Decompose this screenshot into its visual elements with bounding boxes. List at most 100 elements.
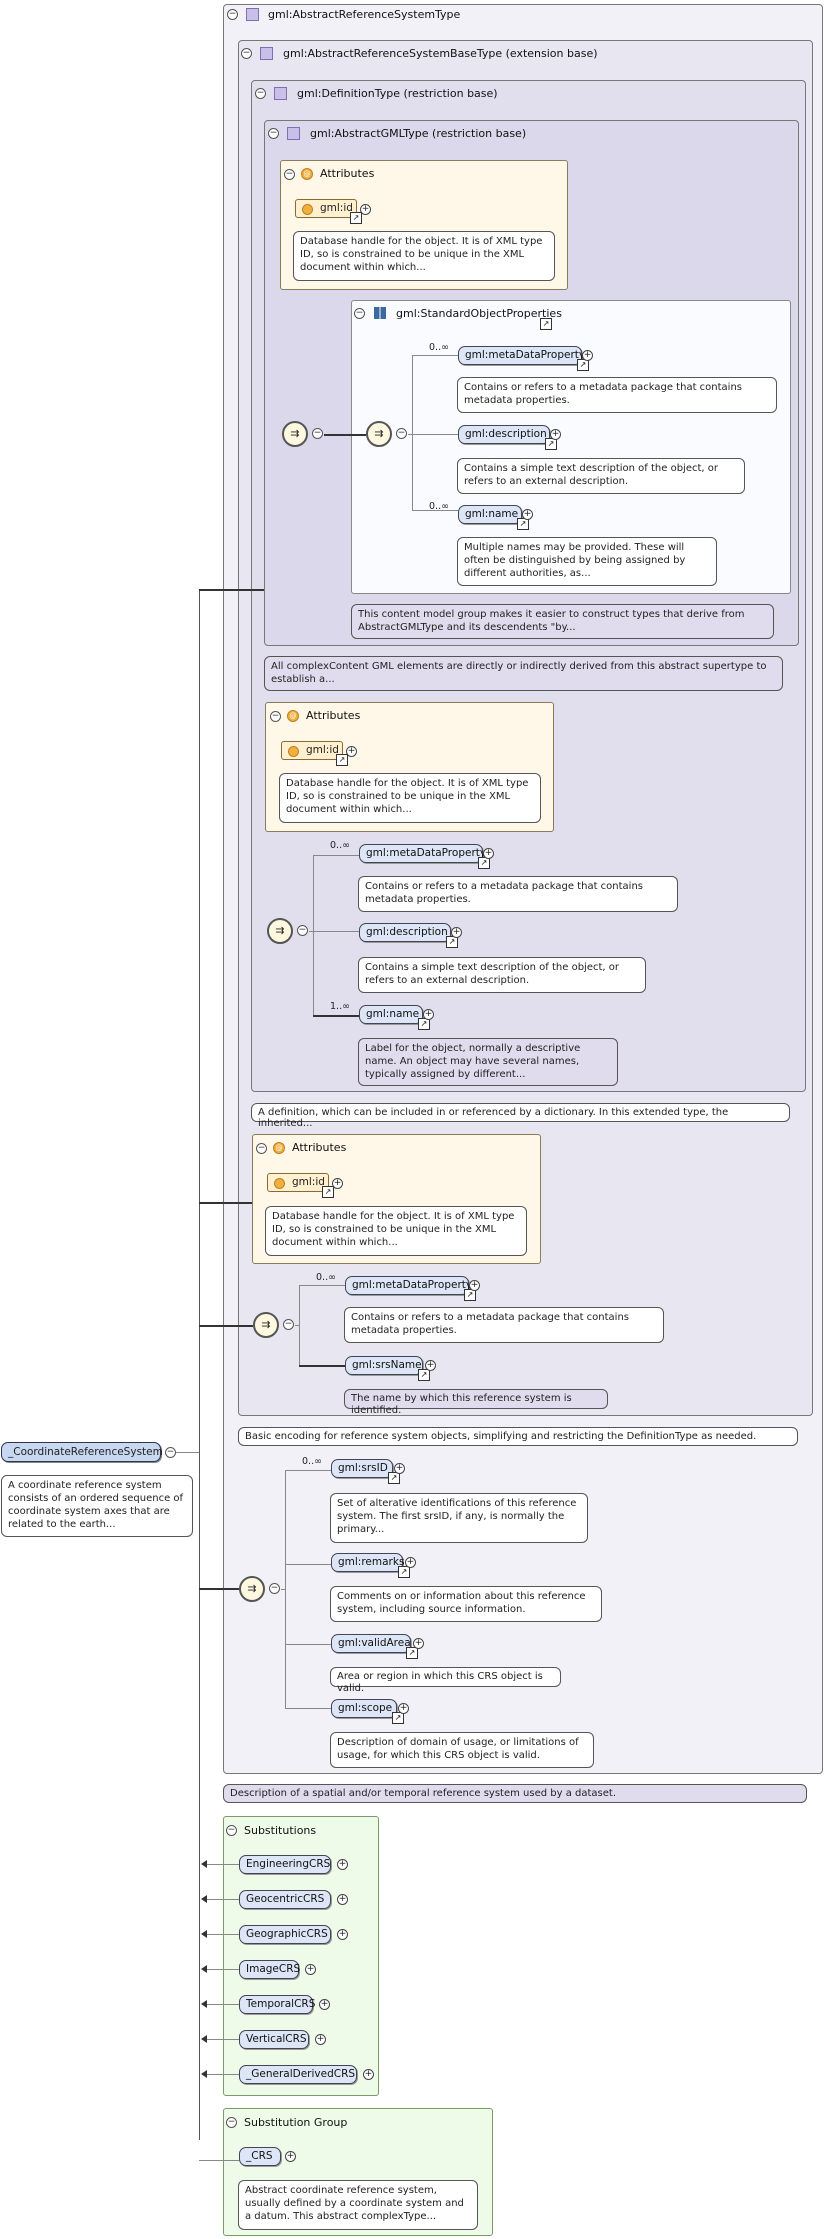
remarks-element[interactable]: gml:remarks: [331, 1553, 410, 1578]
name-element[interactable]: gml:name: [458, 505, 529, 530]
connector: [285, 1564, 331, 1565]
srs-name-element[interactable]: gml:srsName: [345, 1356, 430, 1381]
expand-icon[interactable]: +: [405, 1557, 416, 1568]
expand-icon[interactable]: +: [582, 350, 593, 361]
complex-type-icon: [246, 8, 259, 21]
expand-icon[interactable]: +: [550, 429, 561, 440]
expand-icon[interactable]: +: [305, 1964, 316, 1975]
crs-element[interactable]: _CRS: [239, 2147, 281, 2166]
connector: [207, 2074, 239, 2075]
collapse-toggle[interactable]: −: [226, 1825, 237, 1836]
metadata-property-element[interactable]: gml:metaDataProperty: [345, 1276, 476, 1301]
expand-icon[interactable]: +: [337, 1859, 348, 1870]
gml-id-attribute[interactable]: gml:id: [267, 1173, 334, 1198]
expand-icon[interactable]: +: [423, 1009, 434, 1020]
connector: [299, 1285, 300, 1365]
collapse-toggle[interactable]: −: [270, 711, 281, 722]
substitution-item[interactable]: _GeneralDerivedCRS: [239, 2065, 357, 2084]
expand-icon[interactable]: +: [337, 1929, 348, 1940]
substitution-arrow-icon: [201, 2070, 207, 2078]
std-props-label: gml:StandardObjectProperties: [396, 307, 562, 320]
expand-icon[interactable]: +: [451, 927, 462, 938]
metadata-property-doc: Contains or refers to a metadata package…: [457, 377, 777, 413]
substitution-item[interactable]: GeographicCRS: [239, 1925, 331, 1944]
collapse-toggle[interactable]: −: [396, 428, 407, 439]
substitution-item[interactable]: EngineeringCRS: [239, 1855, 331, 1874]
collapse-toggle[interactable]: −: [354, 308, 365, 319]
occurrence-label: 0..∞: [302, 1456, 322, 1467]
collapse-toggle[interactable]: −: [256, 1143, 267, 1154]
substitution-item[interactable]: VerticalCRS: [239, 2030, 309, 2049]
remarks-doc: Comments on or information about this re…: [330, 1586, 602, 1622]
sequence-icon: ⇉: [253, 1312, 279, 1338]
coordinate-reference-system-element[interactable]: _CoordinateReferenceSystem: [1, 1442, 163, 1462]
collapse-toggle[interactable]: −: [165, 1447, 176, 1458]
connector: [295, 1325, 299, 1326]
expand-icon[interactable]: +: [398, 1703, 409, 1714]
occurrence-label: 0..∞: [429, 342, 449, 353]
collapse-toggle[interactable]: −: [284, 169, 295, 180]
substitutions-label: Substitutions: [244, 1824, 317, 1837]
connector: [199, 590, 200, 2140]
attributes-label: Attributes: [320, 167, 375, 180]
connector: [207, 1934, 239, 1935]
expand-icon[interactable]: +: [360, 204, 371, 215]
description-element[interactable]: gml:description: [359, 923, 458, 948]
connector: [299, 1285, 345, 1286]
valid-area-element[interactable]: gml:validArea: [331, 1634, 418, 1659]
expand-icon[interactable]: +: [522, 509, 533, 520]
substitution-arrow-icon: [201, 2035, 207, 2043]
srs-id-element[interactable]: gml:srsID: [331, 1459, 400, 1484]
expand-icon[interactable]: +: [413, 1638, 424, 1649]
collapse-toggle[interactable]: −: [312, 428, 323, 439]
complex-type-icon: [274, 87, 287, 100]
ref-arrow-icon[interactable]: ↗: [540, 318, 552, 330]
expand-icon[interactable]: +: [332, 1178, 343, 1189]
gml-id-attribute[interactable]: gml:id: [281, 741, 348, 766]
gml-id-label: gml:id: [320, 202, 353, 214]
gml-id-attribute[interactable]: gml:id: [295, 199, 362, 224]
expand-icon[interactable]: +: [483, 848, 494, 859]
collapse-toggle[interactable]: −: [241, 48, 252, 59]
expand-icon[interactable]: +: [425, 1360, 436, 1371]
expand-icon[interactable]: +: [346, 746, 357, 757]
gml-id-label: gml:id: [292, 1176, 325, 1188]
substitution-item[interactable]: GeocentricCRS: [239, 1890, 331, 1909]
metadata-property-element[interactable]: gml:metaDataProperty: [359, 844, 490, 869]
substitution-item[interactable]: TemporalCRS: [239, 1995, 315, 2014]
expand-icon[interactable]: +: [337, 1894, 348, 1905]
attribute-icon: [302, 204, 313, 215]
expand-icon[interactable]: +: [363, 2069, 374, 2080]
collapse-toggle[interactable]: −: [226, 2117, 237, 2128]
collapse-toggle[interactable]: −: [227, 9, 238, 20]
definition-type-label: gml:DefinitionType (restriction base): [297, 87, 498, 100]
metadata-property-doc: Contains or refers to a metadata package…: [358, 876, 678, 912]
occurrence-label: 0..∞: [330, 840, 350, 851]
collapse-toggle[interactable]: −: [268, 128, 279, 139]
expand-icon[interactable]: +: [285, 2151, 296, 2162]
collapse-toggle[interactable]: −: [255, 88, 266, 99]
connector: [313, 855, 359, 856]
substitution-item[interactable]: ImageCRS: [239, 1960, 300, 1979]
expand-icon[interactable]: +: [394, 1463, 405, 1474]
collapse-toggle[interactable]: −: [297, 925, 308, 936]
expand-icon[interactable]: +: [315, 2034, 326, 2045]
connector: [412, 510, 458, 511]
definition-type-doc: A definition, which can be included in o…: [251, 1103, 790, 1129]
collapse-toggle[interactable]: −: [283, 1319, 294, 1330]
name-element[interactable]: gml:name: [359, 1005, 430, 1030]
expand-icon[interactable]: +: [319, 1999, 330, 2010]
gml-id-doc: Database handle for the object. It is of…: [293, 231, 555, 281]
metadata-property-doc: Contains or refers to a metadata package…: [344, 1307, 664, 1343]
crs-doc: Abstract coordinate reference system, us…: [238, 2180, 478, 2230]
connector: [309, 931, 359, 932]
scope-element[interactable]: gml:scope: [331, 1699, 404, 1724]
description-element[interactable]: gml:description: [458, 425, 557, 450]
gml-id-label: gml:id: [306, 744, 339, 756]
metadata-property-element[interactable]: gml:metaDataProperty: [458, 346, 589, 371]
abstract-gml-type-label: gml:AbstractGMLType (restriction base): [310, 127, 527, 140]
srs-name-doc: The name by which this reference system …: [344, 1389, 608, 1416]
collapse-toggle[interactable]: −: [269, 1583, 280, 1594]
expand-icon[interactable]: +: [469, 1280, 480, 1291]
std-props-group-doc: This content model group makes it easier…: [351, 604, 774, 639]
